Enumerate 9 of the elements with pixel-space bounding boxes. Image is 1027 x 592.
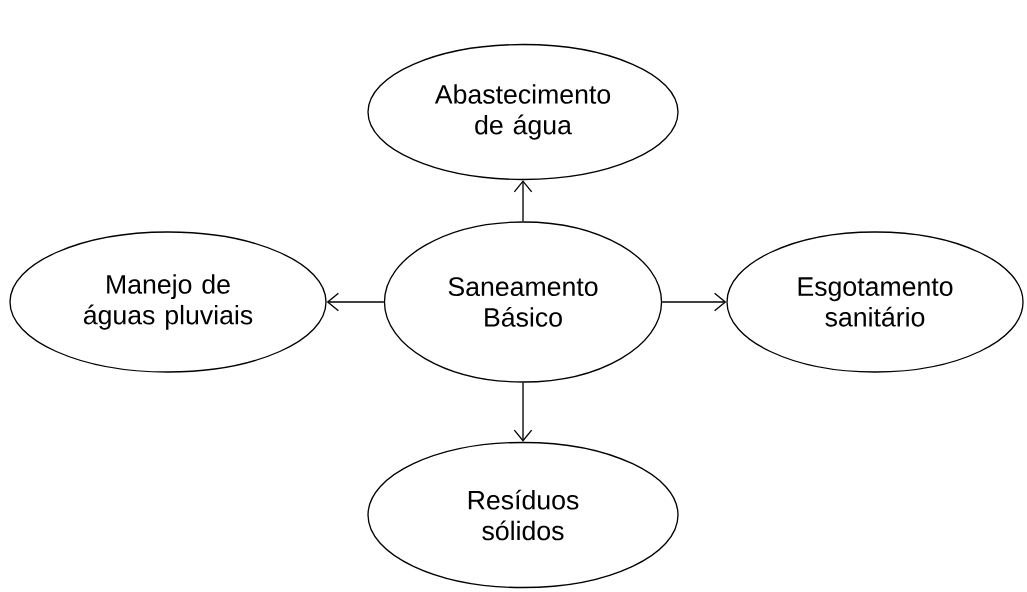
arrow <box>326 292 385 312</box>
ellipse-node: Resíduos sólidos <box>367 441 679 589</box>
ellipse-node: Manejo de águas pluviais <box>9 231 327 373</box>
arrow <box>513 180 533 222</box>
ellipse-node: Abastecimento de água <box>367 43 679 181</box>
arrow <box>513 382 533 442</box>
ellipse-node: Esgotamento sanitário <box>726 231 1024 373</box>
ellipse-node: Saneamento Básico <box>383 221 663 383</box>
arrow <box>661 292 727 312</box>
